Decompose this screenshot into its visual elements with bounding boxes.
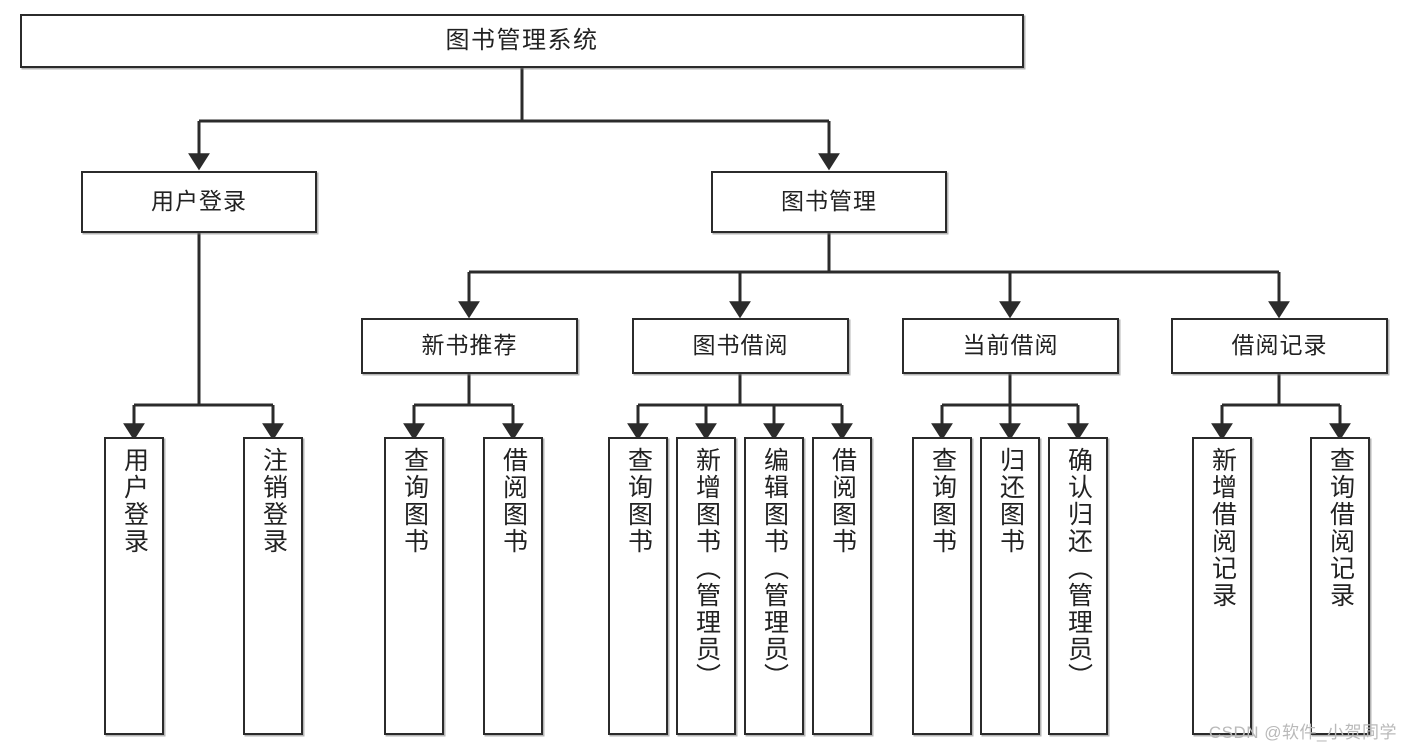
leaf-user-login[interactable]: 用户登录: [104, 437, 164, 735]
node-book-management-system[interactable]: 图书管理系统: [20, 14, 1024, 68]
node-label: 查询图书: [624, 447, 653, 555]
node-borrow-record[interactable]: 借阅记录: [1171, 318, 1388, 374]
leaf-query-book-borrow[interactable]: 查询图书: [608, 437, 668, 735]
leaf-query-book-current[interactable]: 查询图书: [912, 437, 972, 735]
leaf-return-book[interactable]: 归还图书: [980, 437, 1040, 735]
node-label: 注销登录: [259, 447, 288, 555]
node-label: 归还图书: [996, 447, 1025, 555]
node-label: 借阅图书: [828, 447, 857, 555]
leaf-query-borrow-record[interactable]: 查询借阅记录: [1310, 437, 1370, 735]
node-current-borrow[interactable]: 当前借阅: [902, 318, 1119, 374]
node-label: 确认归还（管理员）: [1064, 447, 1093, 690]
node-label: 新书推荐: [421, 332, 518, 359]
leaf-edit-book-admin[interactable]: 编辑图书（管理员）: [744, 437, 804, 735]
node-label: 查询图书: [400, 447, 429, 555]
leaf-borrow-book[interactable]: 借阅图书: [812, 437, 872, 735]
node-label: 借阅图书: [499, 447, 528, 555]
node-label: 图书借阅: [692, 332, 789, 359]
node-book-management[interactable]: 图书管理: [711, 171, 947, 233]
leaf-user-logout[interactable]: 注销登录: [243, 437, 303, 735]
node-label: 当前借阅: [962, 332, 1059, 359]
node-label: 图书管理: [781, 188, 877, 215]
node-user-login[interactable]: 用户登录: [81, 171, 317, 233]
leaf-confirm-return-admin[interactable]: 确认归还（管理员）: [1048, 437, 1108, 735]
leaf-borrow-book-recommend[interactable]: 借阅图书: [483, 437, 543, 735]
node-label: 新增借阅记录: [1208, 447, 1237, 609]
node-label: 查询借阅记录: [1326, 447, 1355, 609]
leaf-add-book-admin[interactable]: 新增图书（管理员）: [676, 437, 736, 735]
node-label: 查询图书: [928, 447, 957, 555]
leaf-query-book-recommend[interactable]: 查询图书: [384, 437, 444, 735]
watermark: CSDN @软件_小贺同学: [1208, 723, 1397, 742]
node-book-borrow[interactable]: 图书借阅: [632, 318, 849, 374]
node-label: 用户登录: [151, 188, 247, 215]
node-label: 新增图书（管理员）: [692, 447, 721, 690]
node-new-book-recommend[interactable]: 新书推荐: [361, 318, 578, 374]
node-label: 图书管理系统: [445, 26, 599, 54]
node-label: 编辑图书（管理员）: [760, 447, 789, 690]
node-label: 用户登录: [120, 447, 149, 555]
leaf-add-borrow-record[interactable]: 新增借阅记录: [1192, 437, 1252, 735]
node-label: 借阅记录: [1231, 332, 1328, 359]
